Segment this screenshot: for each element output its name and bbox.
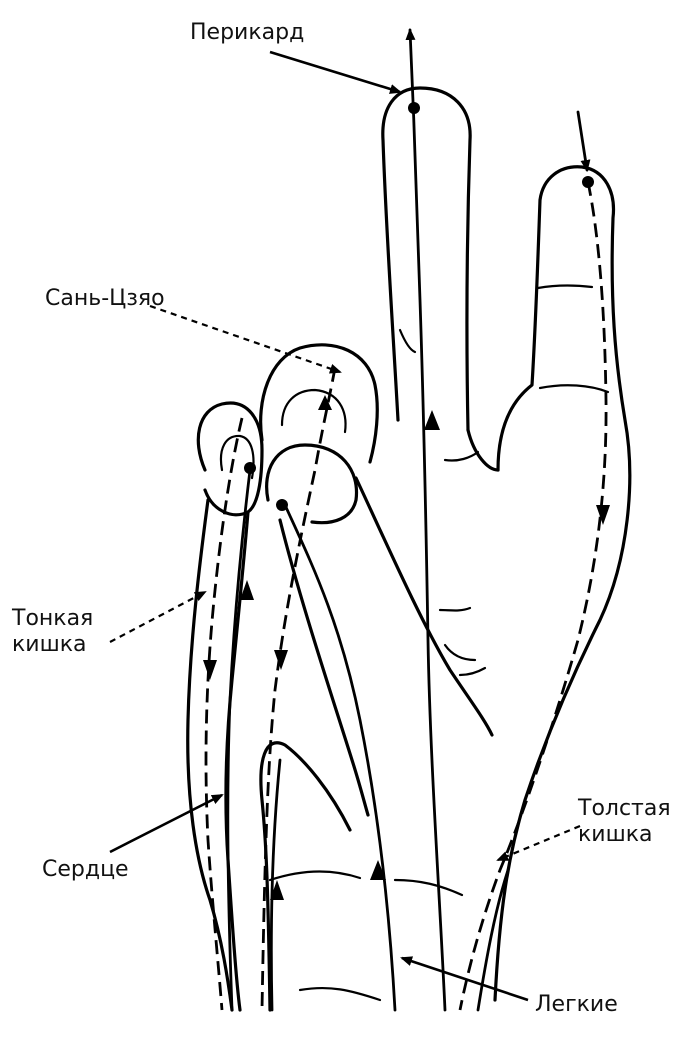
hand-outline	[188, 88, 630, 1010]
small-intestine-mid-arrow	[203, 660, 217, 680]
san-jiao-lower-arrow	[274, 650, 288, 670]
wrist-crease-3	[395, 880, 462, 895]
lungs-label: Легкие	[535, 992, 618, 1018]
middle-index-web-outline	[468, 430, 498, 470]
thumb-edge-lower	[280, 520, 368, 815]
large-intestine-mid-arrow	[596, 505, 610, 525]
heart-pointer	[110, 795, 222, 852]
palm-crease-1	[440, 608, 470, 611]
small-intestine-meridian-line	[206, 418, 242, 1010]
pericardium-mid-arrow	[424, 410, 440, 430]
large-intestine-entry-arrow	[578, 112, 587, 170]
large-intestine-meridian-line	[460, 182, 606, 1010]
index-finger-outline	[495, 167, 630, 1000]
large-intestine-label: Толстая кишка	[578, 796, 671, 848]
middle-finger-outline	[383, 88, 470, 430]
index-knuckle-crease	[538, 286, 592, 288]
small-intestine-label-line1: Тонкая	[12, 606, 93, 632]
san-jiao-label: Сань-Цзяо	[45, 286, 165, 312]
large-intestine-start-point	[582, 176, 594, 188]
ring-finger-outline	[261, 345, 378, 462]
pericardium-meridian-line	[410, 30, 445, 1010]
small-intestine-pointer	[110, 592, 205, 642]
large-intestine-label-line2: кишка	[578, 822, 671, 848]
palm-crease-3	[460, 668, 485, 675]
small-intestine-label: Тонкая кишка	[12, 606, 93, 658]
index-web-crease	[540, 385, 608, 392]
middle-knuckle-crease	[400, 330, 415, 352]
pericardium-terminal-point	[408, 102, 420, 114]
pericardium-pointer	[270, 52, 400, 92]
heart-meridian-line	[228, 470, 250, 1010]
wrist-crease-2	[300, 988, 380, 1000]
palm-web-crease	[445, 452, 478, 461]
heart-label: Сердце	[42, 857, 129, 883]
palm-crease-2	[445, 645, 475, 660]
thumb-edge-upper	[356, 478, 492, 735]
ring-finger-nail	[282, 390, 346, 432]
small-intestine-label-line2: кишка	[12, 632, 93, 658]
pericardium-label: Перикард	[190, 20, 304, 46]
san-jiao-pointer	[150, 306, 340, 372]
thenar-curve	[261, 743, 350, 1010]
lungs-pointer	[402, 958, 528, 1000]
lung-terminal-point	[276, 499, 288, 511]
heart-terminal-point	[244, 462, 256, 474]
large-intestine-label-line1: Толстая	[578, 796, 671, 822]
wrist-crease-1	[270, 871, 360, 880]
